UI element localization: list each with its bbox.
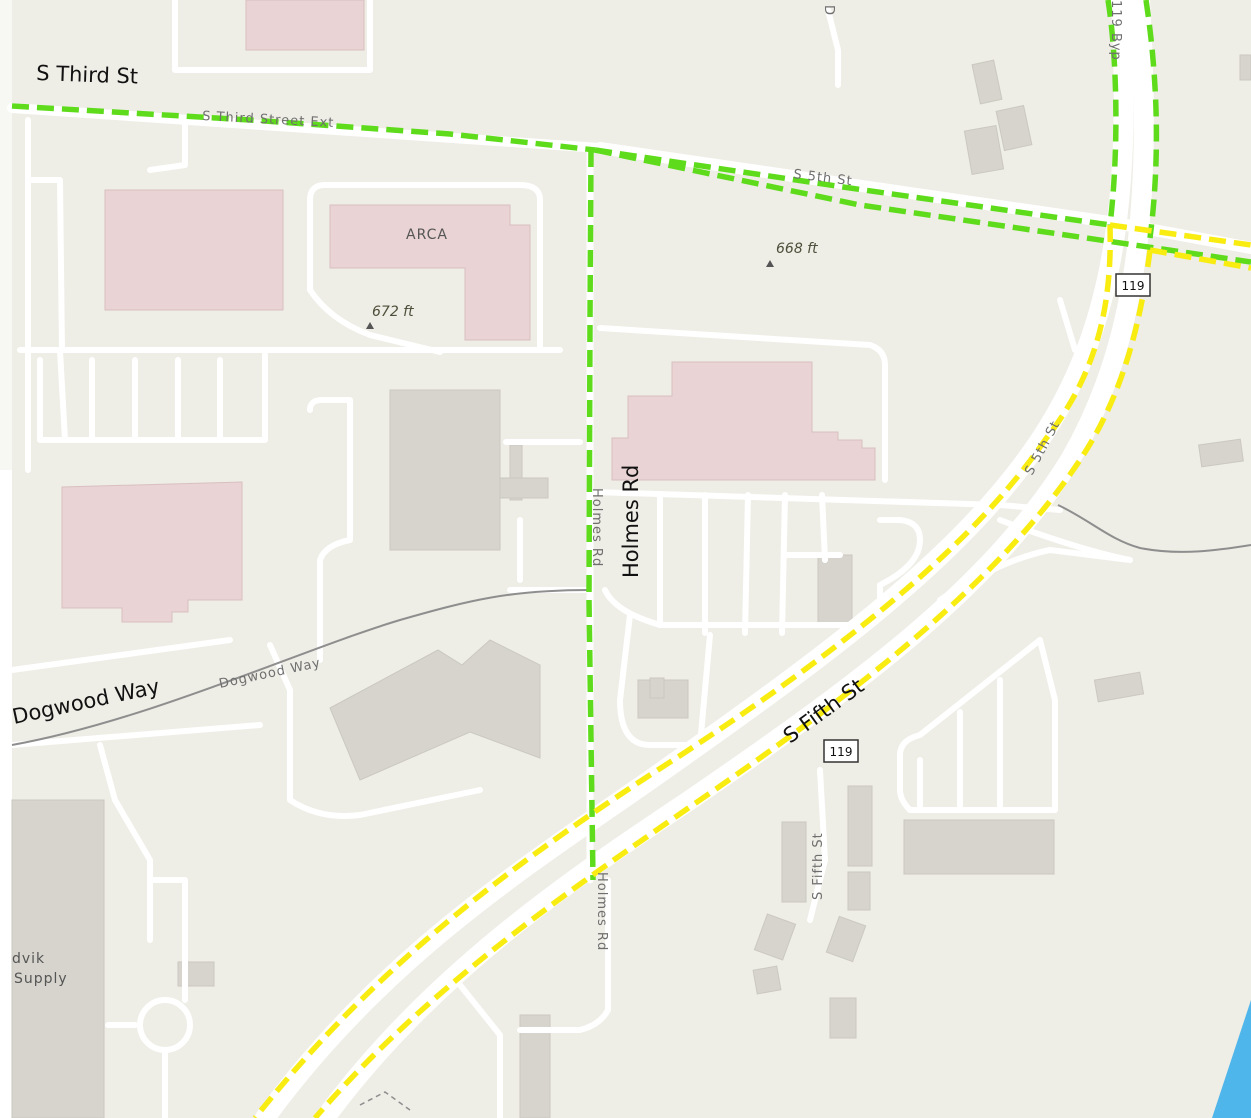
parcel-boundary <box>359 1091 411 1111</box>
label-holmes-rd-lower: Holmes Rd <box>594 872 609 951</box>
label-supply-line2: Supply <box>14 971 68 987</box>
label-s-5th-st-top: S 5th St <box>793 167 854 189</box>
green-routes[interactable] <box>11 0 1251 881</box>
label-holmes-rd-small: Holmes Rd <box>589 488 604 567</box>
route-shield-upper: 119 <box>1115 273 1151 297</box>
label-top-partial: D <box>821 5 836 16</box>
shield-lower-text: 119 <box>830 745 853 759</box>
label-s-third-st: S Third St <box>36 61 139 89</box>
label-119-byp: 119 Byp <box>1108 0 1123 61</box>
buildings-pink <box>61 0 876 623</box>
label-holmes-rd-large: Holmes Rd <box>619 465 643 578</box>
river-water <box>1212 1000 1251 1118</box>
label-elev-668: 668 ft <box>776 241 818 257</box>
label-elev-672: 672 ft <box>372 304 414 320</box>
map-edge-strip-top <box>0 0 12 470</box>
label-supply-line1: dvik <box>12 951 45 967</box>
label-s-third-street-ext: S Third Street Ext <box>202 109 335 131</box>
buildings-gray <box>11 54 1251 1118</box>
gray-road-lines <box>11 504 1251 746</box>
shield-upper-text: 119 <box>1122 279 1145 293</box>
label-s-fifth-st-small: S Fifth St <box>811 832 826 900</box>
route-shield-lower: 119 <box>823 739 859 763</box>
elevation-markers <box>366 260 774 329</box>
yellow-routes[interactable] <box>252 222 1251 1118</box>
label-arca: ARCA <box>406 227 448 243</box>
